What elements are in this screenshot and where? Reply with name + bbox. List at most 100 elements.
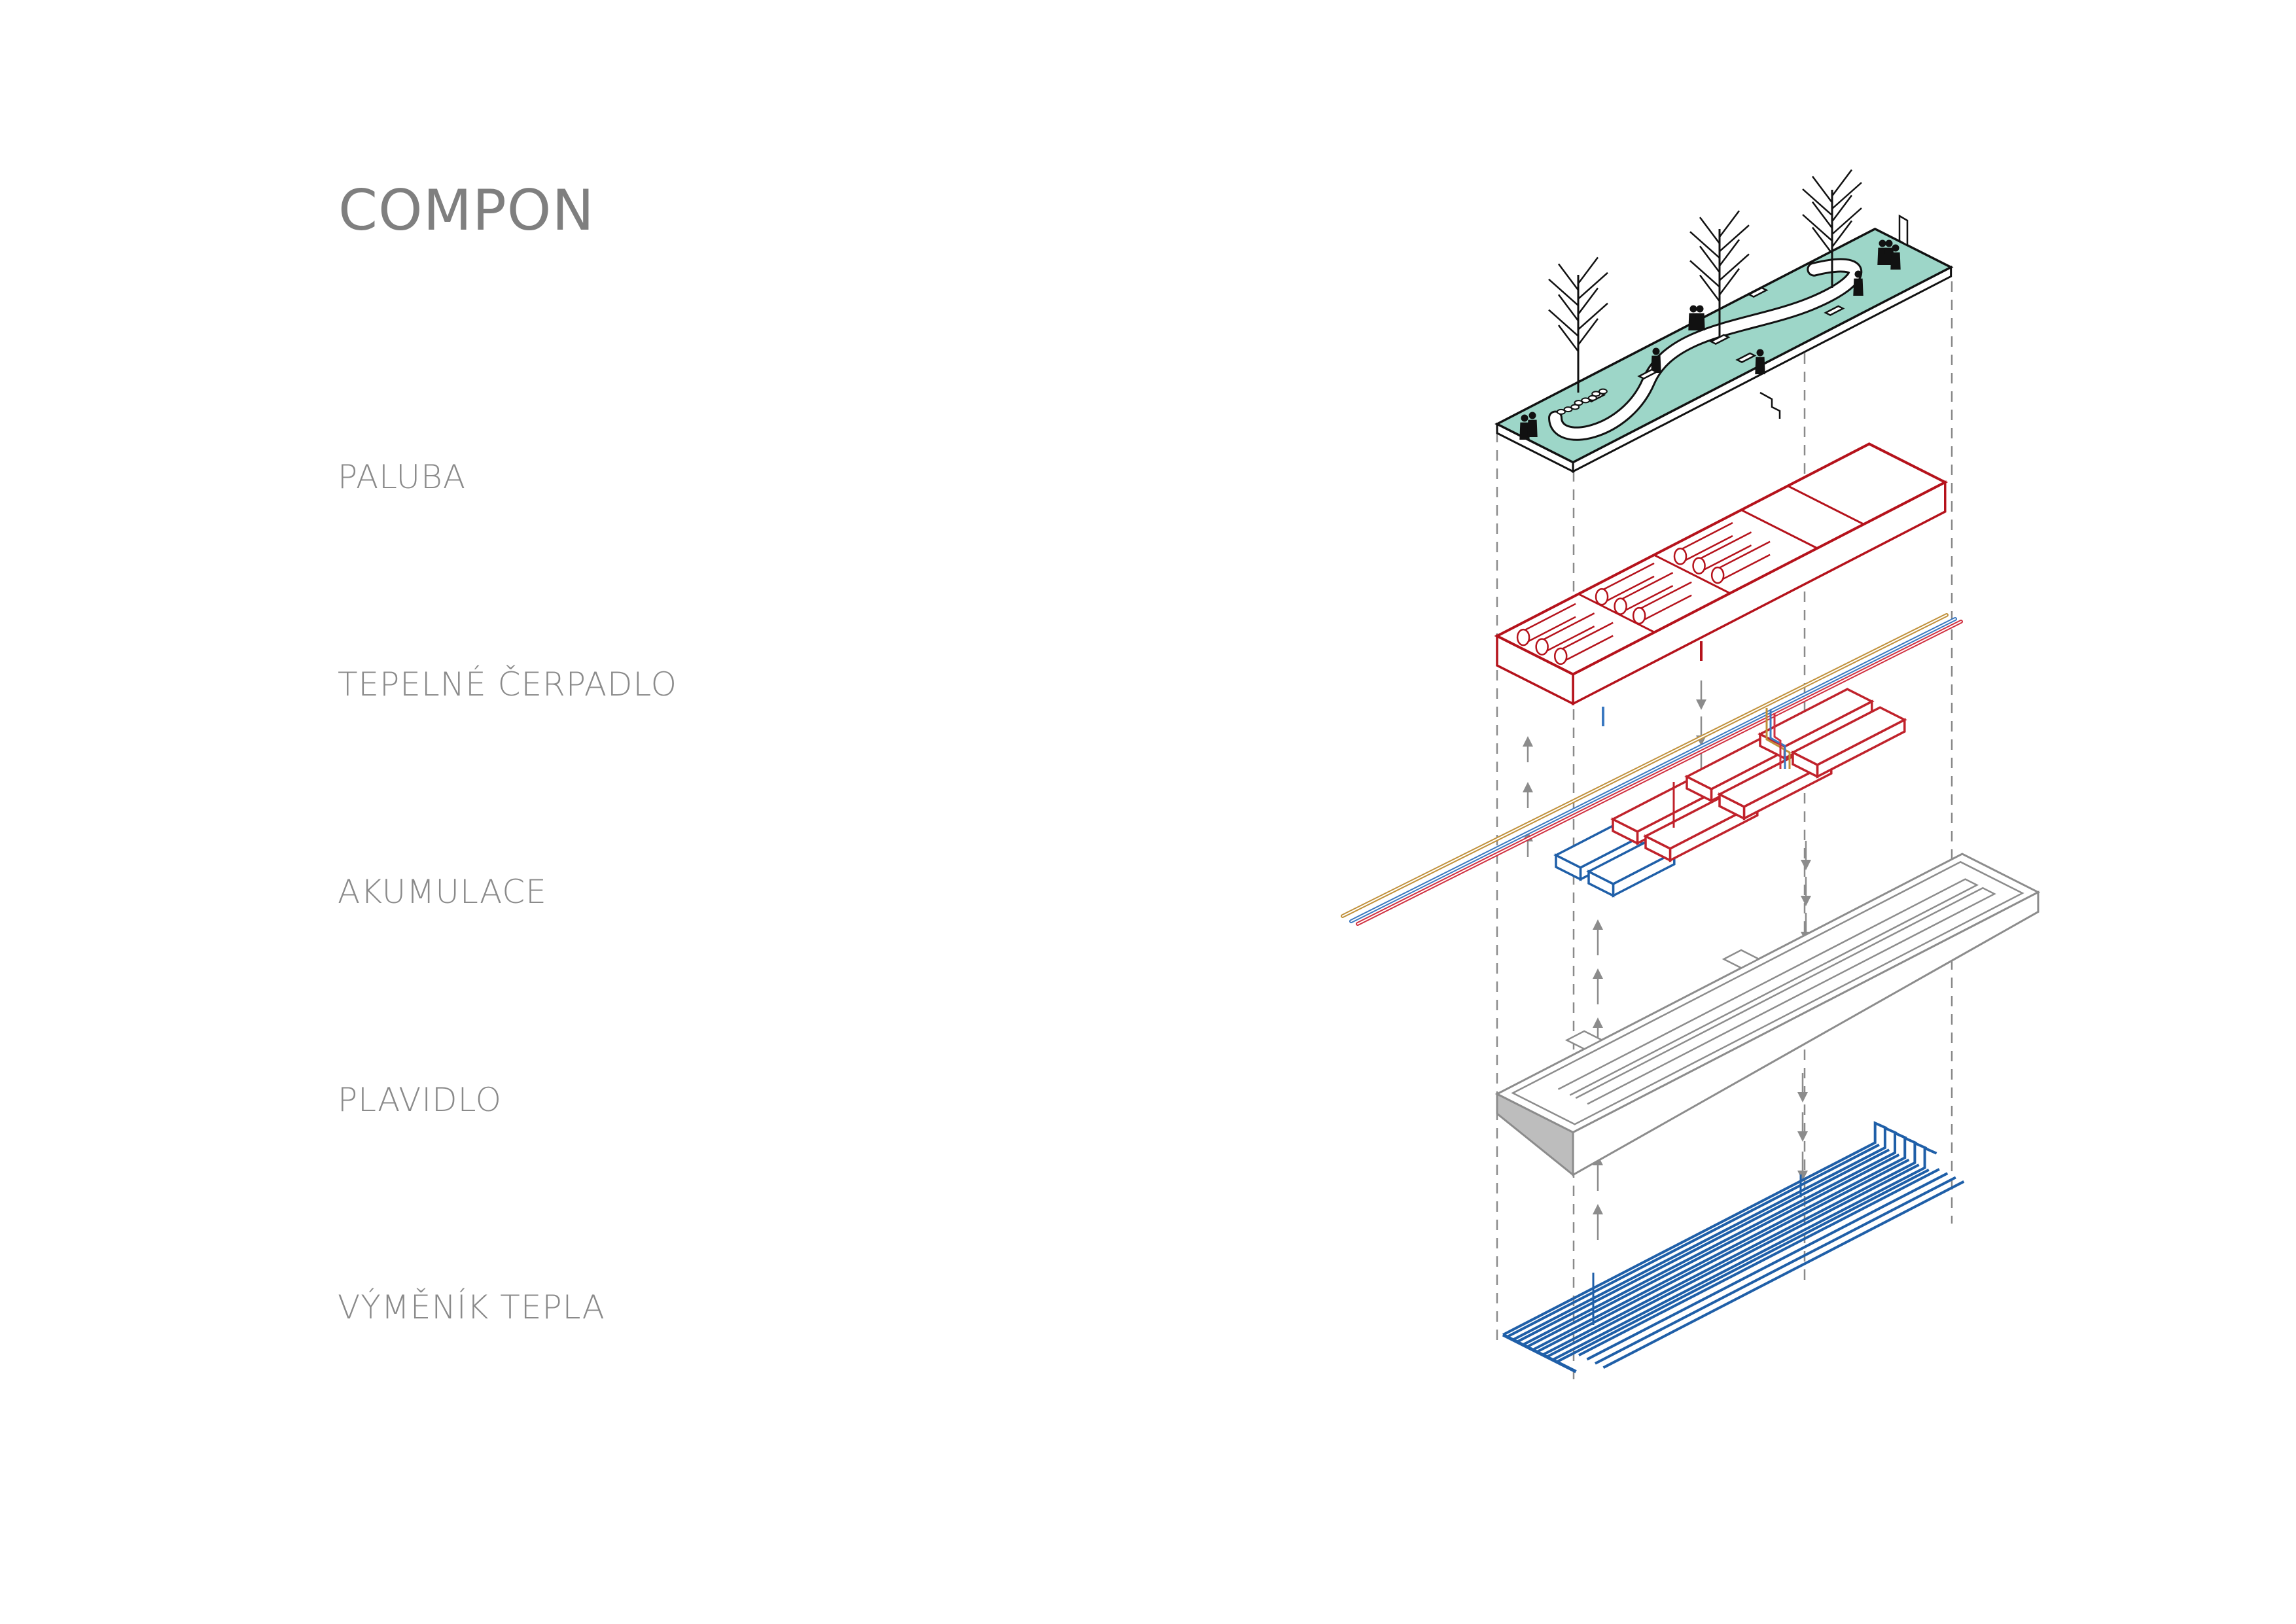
person-icon-head bbox=[1521, 414, 1528, 422]
hot-tank-top bbox=[1790, 706, 1907, 766]
label-vymenik-tepla: VÝMĚNÍK TEPLA bbox=[338, 1288, 605, 1326]
gold-pipe-drop bbox=[1765, 708, 1791, 769]
pump-cylinder-end bbox=[1553, 647, 1568, 665]
accumulation-layer bbox=[1553, 688, 1907, 898]
down-arrow-vessel-head bbox=[1797, 1092, 1808, 1103]
pump-cylinder-top bbox=[1638, 581, 1692, 610]
pump-cylinder-end bbox=[1516, 628, 1530, 646]
pump-partition-wall bbox=[1787, 485, 1865, 525]
pump-cylinder-top bbox=[1542, 612, 1595, 641]
deck-path bbox=[1550, 260, 1861, 439]
stepping-stone bbox=[1581, 397, 1591, 404]
person-icon-head bbox=[1892, 244, 1899, 252]
pump-cylinder-end bbox=[1692, 557, 1706, 574]
person-icon-head bbox=[1879, 239, 1886, 247]
exchanger-pipe-lower bbox=[1578, 1168, 1940, 1357]
bench-icon bbox=[1709, 334, 1731, 345]
pump-cylinder-end bbox=[1673, 547, 1687, 565]
up-arrow-head bbox=[1593, 1204, 1603, 1214]
pump-partition-wall bbox=[1653, 554, 1731, 595]
down-arrow-accum-head bbox=[1801, 896, 1811, 906]
tree-icon-branch bbox=[1578, 272, 1608, 300]
person-icon-head bbox=[1696, 305, 1704, 313]
exchanger-pipe-return bbox=[1546, 1163, 1920, 1358]
person-icon-body bbox=[1651, 355, 1661, 373]
gold-pipe-core bbox=[1342, 614, 1947, 917]
pump-cylinder-bottom bbox=[1699, 544, 1752, 573]
heat-exchanger-layer bbox=[1502, 1121, 1965, 1373]
tree-icon-branch bbox=[1812, 201, 1833, 229]
tree-icon-branch bbox=[1578, 256, 1598, 285]
stepping-stone bbox=[1598, 388, 1608, 395]
tree-icon-branch bbox=[1689, 260, 1720, 288]
vessel-keel-rib bbox=[1575, 887, 1996, 1105]
exchanger-pipe-loop bbox=[1522, 1131, 1907, 1347]
pump-cylinder-bottom bbox=[1601, 575, 1655, 605]
tree-icon-branch bbox=[1719, 224, 1750, 253]
exchanger-pipe-return bbox=[1516, 1148, 1890, 1343]
tree-icon-branch bbox=[1699, 245, 1720, 274]
tree-icon-branch bbox=[1831, 194, 1852, 222]
pump-cylinder-top bbox=[1560, 622, 1614, 651]
exchanger-pipe-return bbox=[1526, 1154, 1900, 1349]
bench-icon bbox=[1637, 368, 1659, 380]
stepping-stone bbox=[1591, 391, 1601, 397]
person-icon-head bbox=[1756, 349, 1764, 357]
down-arrow-vessel-head bbox=[1797, 1131, 1808, 1142]
up-arrow-accum-head bbox=[1523, 736, 1533, 747]
tree-icon-branch bbox=[1812, 226, 1833, 255]
exchanger-pipe-loop bbox=[1532, 1136, 1918, 1351]
pump-cylinder-end bbox=[1710, 566, 1725, 584]
pump-cylinder-end bbox=[1614, 597, 1627, 615]
pump-cylinder-end bbox=[1595, 588, 1609, 606]
exchanger-pipe-lower bbox=[1595, 1176, 1956, 1365]
tree-icon-branch bbox=[1802, 188, 1833, 216]
flow-arrows bbox=[1523, 680, 1811, 1240]
deck-layer bbox=[1494, 169, 1954, 474]
exchanger-pipe-loop bbox=[1551, 1146, 1937, 1362]
person-icon-head bbox=[1652, 347, 1660, 355]
vessel-inner-edge bbox=[1511, 860, 2024, 1125]
tree-icon-branch bbox=[1558, 325, 1579, 352]
pump-partition-wall bbox=[1740, 509, 1818, 550]
pump-cylinder-end bbox=[1632, 607, 1646, 625]
tree-icon-branch bbox=[1689, 231, 1720, 259]
exchanger-pipe-lower bbox=[1586, 1172, 1949, 1361]
pump-cylinder-top bbox=[1523, 603, 1576, 632]
vessel-hatched-bow bbox=[1496, 1092, 1574, 1177]
bench-icon bbox=[1735, 352, 1757, 364]
label-akumulace: AKUMULACE bbox=[338, 873, 547, 911]
pump-cylinder-bottom bbox=[1523, 616, 1576, 645]
label-paluba: PALUBA bbox=[338, 458, 467, 496]
tree-icon-branch bbox=[1558, 294, 1579, 321]
person-icon-body bbox=[1527, 419, 1538, 437]
stepping-stone bbox=[1574, 400, 1583, 406]
pump-cylinder-bottom bbox=[1638, 594, 1692, 624]
exchanger-pipe-return bbox=[1536, 1158, 1910, 1353]
tree-icon-branch bbox=[1719, 253, 1750, 281]
pump-cylinder-top bbox=[1601, 562, 1655, 591]
person-icon-body bbox=[1695, 313, 1705, 330]
pump-cylinder-bottom bbox=[1620, 585, 1674, 614]
person-icon-body bbox=[1853, 278, 1863, 296]
page-title: COMPON bbox=[338, 178, 595, 243]
tree-icon-branch bbox=[1719, 210, 1740, 238]
vessel-layer bbox=[1494, 853, 2041, 1177]
exchanger-pipe-return bbox=[1506, 1143, 1880, 1338]
heat-pump-layer bbox=[1494, 442, 1949, 706]
exchanger-pipe-return bbox=[1556, 1169, 1930, 1364]
tree-icon-branch bbox=[1831, 220, 1852, 248]
pump-cylinder-top bbox=[1680, 521, 1733, 551]
tree-icon-branch bbox=[1831, 182, 1862, 209]
tree-icon-branch bbox=[1558, 263, 1579, 291]
pump-cylinder-end bbox=[1535, 638, 1549, 656]
tree-icon-branch bbox=[1812, 175, 1833, 203]
red-pipe-drop bbox=[1773, 713, 1782, 769]
person-icon-body bbox=[1755, 357, 1765, 374]
up-arrow-head bbox=[1593, 1017, 1603, 1028]
person-icon-head bbox=[1885, 239, 1893, 247]
stepping-stone bbox=[1563, 406, 1573, 413]
tree-icon-branch bbox=[1548, 278, 1579, 306]
exchanger-manifold bbox=[1502, 1333, 1577, 1373]
exchanger-pipe-loop bbox=[1542, 1140, 1928, 1356]
